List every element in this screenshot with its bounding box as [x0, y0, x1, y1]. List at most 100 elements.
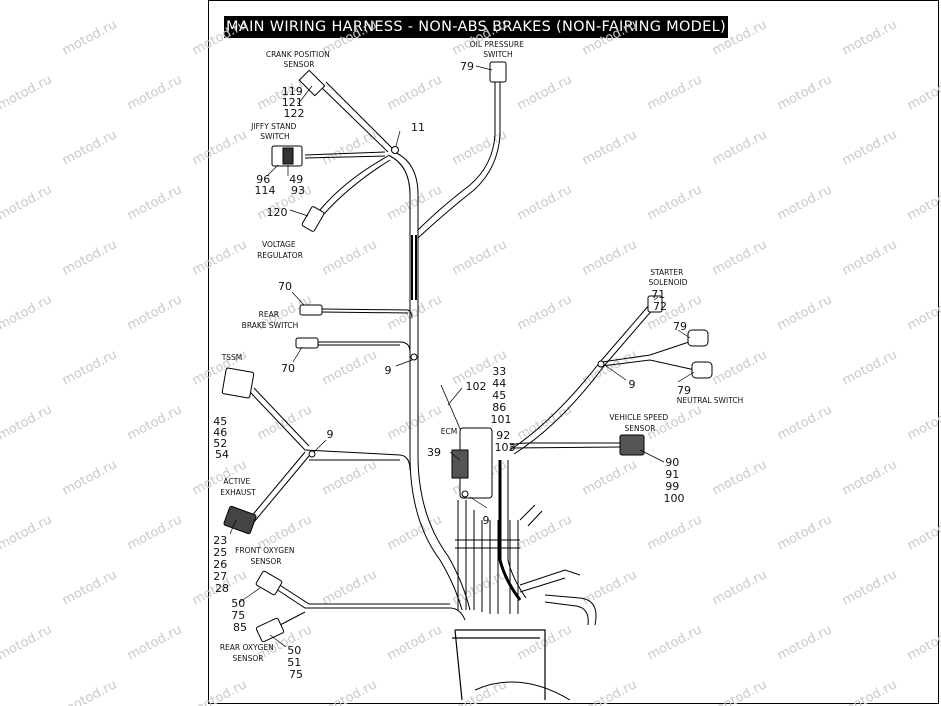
rear-brake-connector-top [299, 304, 323, 316]
watermark-text: motod.ru [905, 292, 941, 333]
watermark-text: motod.ru [580, 237, 640, 278]
crank-branch [319, 85, 389, 153]
watermark-text: motod.ru [905, 512, 941, 553]
watermark-text: motod.ru [385, 0, 445, 4]
watermark-text: motod.ru [840, 457, 900, 498]
watermark-text: motod.ru [190, 17, 250, 58]
watermark-text: motod.ru [0, 182, 55, 223]
watermark-text: motod.ru [320, 237, 380, 278]
callout-ecm-top: 33 44 45 86 101 [491, 365, 512, 426]
watermark-text: motod.ru [125, 72, 185, 113]
trunk-sleeve [411, 235, 417, 300]
watermark-text: motod.ru [125, 292, 185, 333]
callout-crank: 119 121 122 [282, 85, 307, 120]
watermark-text: motod.ru [320, 347, 380, 388]
label-oil-pressure-switch: OIL PRESSURE SWITCH [470, 40, 527, 59]
callout-jiffy-left: 96 114 [255, 173, 276, 197]
main-trunk [387, 154, 463, 611]
callout-rear-brake-bottom: 70 [281, 362, 295, 375]
callout-ecm-right: 92 103 [495, 429, 516, 454]
watermark-text: motod.ru [0, 512, 55, 553]
watermark-text: motod.ru [320, 457, 380, 498]
watermark-text: motod.ru [515, 72, 575, 113]
oxygen-sensor-branch [269, 584, 466, 621]
rear-brake-branch-top [321, 308, 413, 319]
watermark-text: motod.ru [60, 237, 120, 278]
watermark-text: motod.ru [385, 512, 445, 553]
label-jiffy-stand-switch: JIFFY STAND SWITCH [250, 122, 299, 141]
starter-branch [509, 303, 651, 451]
harness-base [452, 629, 546, 701]
watermark-text: motod.ru [645, 622, 705, 663]
watermark-text: motod.ru [645, 402, 705, 443]
watermark-text: motod.ru [385, 402, 445, 443]
watermark-text: motod.ru [710, 457, 770, 498]
ecm-connector [451, 449, 469, 479]
watermark-text: motod.ru [840, 237, 900, 278]
watermark-text: motod.ru [255, 402, 315, 443]
watermark-text: motod.ru [840, 347, 900, 388]
callout-clip-9-mid: 9 [385, 364, 392, 377]
watermark-text: motod.ru [60, 17, 120, 58]
diagram-frame [208, 0, 939, 704]
voltage-reg-connector [301, 206, 325, 232]
clip-11 [391, 146, 399, 154]
callout-tssm: 45 46 52 54 [213, 415, 231, 461]
watermark-text: motod.ru [320, 567, 380, 608]
watermark-text: motod.ru [385, 182, 445, 223]
watermark-text: motod.ru [645, 72, 705, 113]
label-tssm: TSSM [221, 353, 243, 362]
lower-bundle [457, 500, 519, 614]
watermark-text: motod.ru [840, 677, 900, 706]
neutral-branch [601, 339, 696, 363]
watermark-text: motod.ru [450, 677, 510, 706]
callout-starter: 71 72 [651, 288, 669, 313]
callout-ecm-wire: 102 [466, 380, 487, 393]
watermark-text: motod.ru [450, 127, 510, 168]
watermark-text: motod.ru [0, 622, 55, 663]
watermark-text: motod.ru [450, 237, 510, 278]
watermark-text: motod.ru [645, 182, 705, 223]
callout-jiffy-right: 49 93 [289, 173, 307, 197]
callout-neutral-top: 79 [673, 320, 687, 333]
components [221, 61, 713, 643]
callout-front-oxygen: 50 75 85 [231, 597, 249, 634]
watermark-text: motod.ru [515, 182, 575, 223]
watermark-text: motod.ru [125, 182, 185, 223]
watermark-text: motod.ru [775, 402, 835, 443]
watermark-text: motod.ru [775, 622, 835, 663]
watermark-text: motod.ru [0, 292, 55, 333]
watermark-text: motod.ru [255, 0, 315, 4]
oil-pressure-branch [417, 80, 496, 231]
watermark-text: motod.ru [0, 402, 55, 443]
ecm-sleeve [498, 460, 522, 601]
watermark-text: motod.ru [580, 457, 640, 498]
watermark-text: motod.ru [515, 292, 575, 333]
callout-clip-9-ecm: 9 [483, 514, 490, 527]
callout-clip-9-left: 9 [327, 428, 334, 441]
watermark-text: motod.ru [125, 622, 185, 663]
watermark-text: motod.ru [320, 677, 380, 706]
watermark-text: motod.ru [580, 127, 640, 168]
clip-9-left [308, 450, 316, 458]
tssm-branch [249, 391, 411, 471]
watermark-text: motod.ru [775, 512, 835, 553]
watermark-text: motod.ru [0, 0, 55, 4]
vss-connector [619, 434, 645, 456]
callout-neutral-bottom: 79 [677, 384, 691, 397]
tssm-connector [221, 367, 255, 399]
watermark-text: motod.ru [710, 237, 770, 278]
watermark-text: motod.ru [710, 677, 770, 706]
label-rear-brake-switch: REAR BRAKE SWITCH [242, 310, 299, 330]
watermark-text: motod.ru [905, 622, 941, 663]
label-starter-solenoid: STARTER SOLENOID [648, 268, 687, 287]
label-crank-position-sensor: CRANK POSITION SENSOR [266, 50, 332, 69]
callout-vss: 90 91 99 100 [664, 456, 685, 505]
neutral-connector-bottom [691, 361, 713, 379]
watermark-text: motod.ru [60, 347, 120, 388]
label-neutral-switch: NEUTRAL SWITCH [677, 396, 743, 405]
label-ecm: ECM [441, 427, 457, 436]
label-rear-oxygen-sensor: REAR OXYGEN SENSOR [220, 643, 276, 663]
component-labels: CRANK POSITION SENSOR OIL PRESSURE SWITC… [220, 40, 743, 663]
